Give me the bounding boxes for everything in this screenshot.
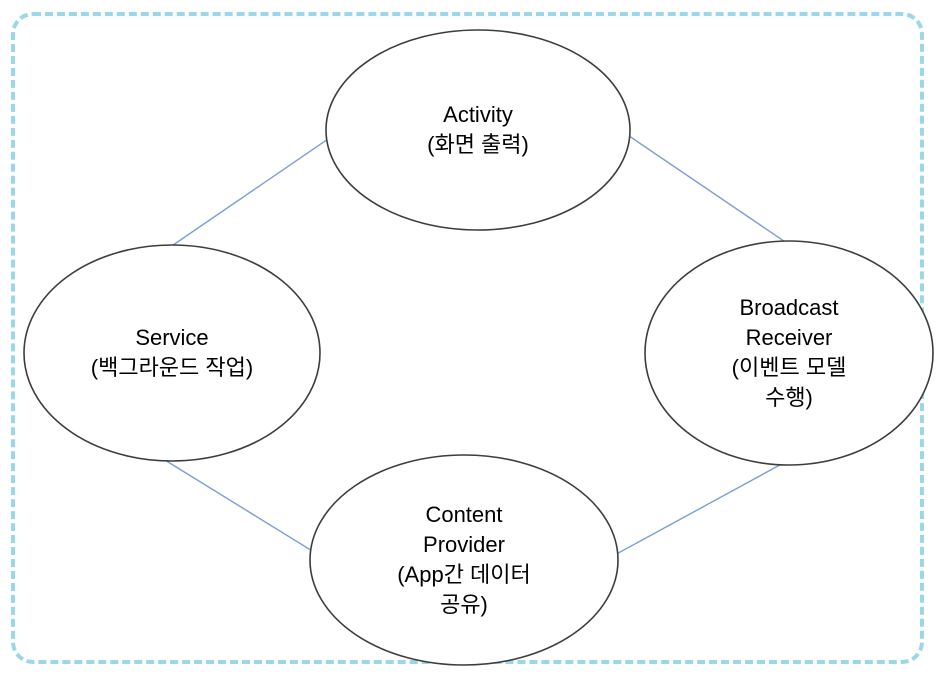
node-ellipse-broadcast-receiver <box>644 240 934 466</box>
connector-service-content-provider <box>159 456 336 566</box>
node-ellipse-content-provider <box>309 454 619 666</box>
connector-activity-service <box>159 123 351 255</box>
connector-broadcast-receiver-content-provider <box>599 453 801 564</box>
connector-activity-broadcast-receiver <box>609 122 801 253</box>
node-ellipse-activity <box>325 29 631 231</box>
node-ellipse-service <box>23 244 321 462</box>
